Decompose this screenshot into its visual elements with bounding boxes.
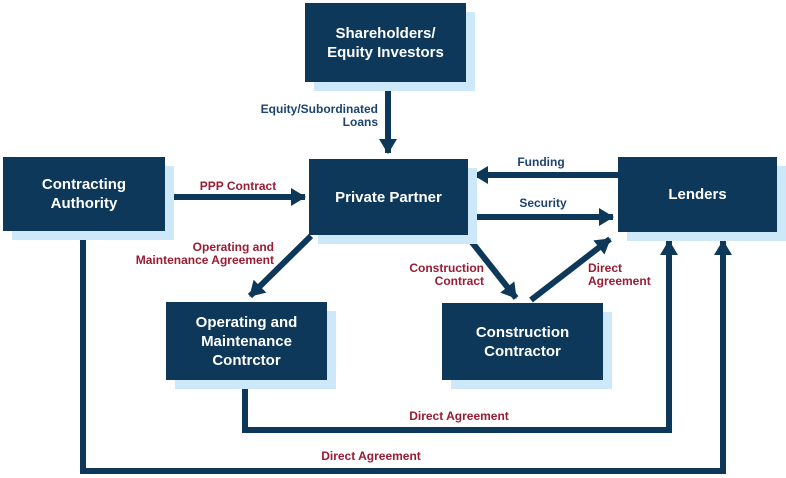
node-om-contractor-label: Contrctor — [212, 351, 281, 369]
label-line: Equity/Subordinated — [260, 102, 378, 116]
node-shareholders: Shareholders/ Equity Investors — [305, 3, 466, 82]
label-construction-contract: Construction Contract — [354, 262, 484, 288]
node-shareholders-label: Shareholders/ — [335, 24, 436, 42]
arrow-direct-agreement-om — [242, 240, 678, 433]
node-construction-contractor: Construction Contractor — [442, 303, 603, 380]
label-om-agreement: Operating and Maintenance Agreement — [104, 241, 274, 267]
node-om-contractor: Operating and Maintenance Contrctor — [166, 302, 327, 380]
label-line: Maintenance Agreement — [135, 253, 274, 267]
node-construction-contractor-label: Contractor — [484, 342, 561, 360]
node-contracting-authority: Contracting Authority — [3, 157, 165, 231]
node-contracting-authority-label: Authority — [50, 195, 118, 212]
label-line: Construction — [409, 261, 484, 275]
label-line: Loans — [342, 115, 378, 129]
node-om-contractor-label: Maintenance — [201, 332, 292, 350]
node-construction-contractor-label: Construction — [475, 323, 570, 341]
label-direct-agreement-om: Direct Agreement — [409, 409, 509, 423]
label-funding: Funding — [517, 155, 565, 169]
label-security: Security — [519, 196, 567, 210]
node-om-contractor-label: Operating and — [195, 313, 298, 331]
node-contracting-authority-label: Contracting — [41, 176, 127, 193]
label-ppp-contract: PPP Contract — [199, 179, 277, 193]
arrow-construction-contract — [464, 234, 519, 300]
label-line: Operating and — [192, 240, 274, 254]
arrow-direct-agreement-authority — [80, 231, 732, 474]
node-lenders: Lenders — [618, 157, 777, 232]
label-line: Agreement — [588, 274, 651, 288]
label-line: Contract — [434, 274, 484, 288]
node-private-partner-label: Private Partner — [335, 188, 442, 206]
node-private-partner: Private Partner — [309, 159, 468, 235]
arrow-om-agreement — [247, 233, 314, 299]
node-lenders-label: Lenders — [668, 186, 727, 203]
label-direct-agreement-authority: Direct Agreement — [321, 449, 421, 463]
label-line: Direct — [588, 261, 623, 275]
arrow-direct-agreement-construction — [529, 236, 612, 303]
label-direct-agreement-construction: Direct Agreement — [588, 262, 668, 288]
label-equity-subordinated-loans: Equity/Subordinated Loans — [238, 103, 378, 129]
node-shareholders-label: Equity Investors — [327, 43, 444, 61]
